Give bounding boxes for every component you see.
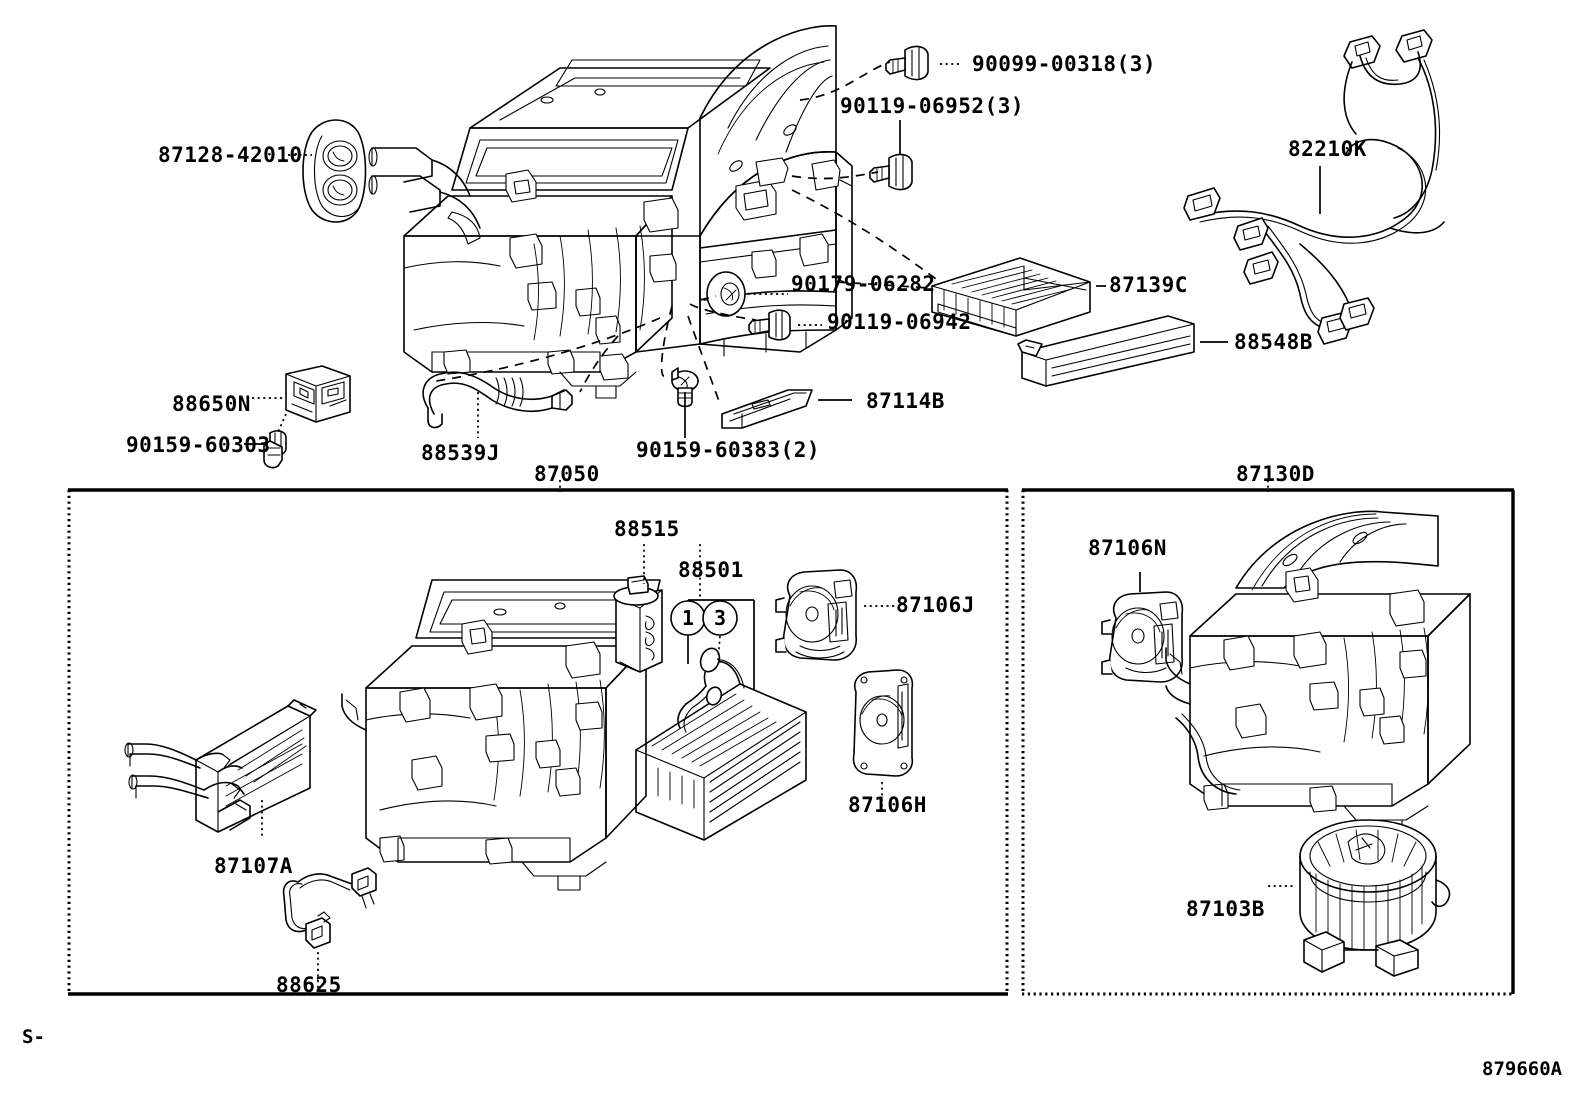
panel-label-87050: 87050: [534, 462, 600, 486]
heater-core-87107A-illustration: [124, 699, 317, 836]
explosion-lines: [429, 61, 941, 405]
bolt-90099-illustration: [885, 45, 960, 81]
label-88625: 88625: [276, 973, 342, 997]
label-88539J: 88539J: [421, 441, 500, 465]
label-90119-06952: 90119-06952(3): [840, 94, 1025, 118]
panel-87050-content: [124, 544, 914, 988]
cover-87114B-illustration: [721, 389, 852, 429]
wire-harness-82210K-illustration: [1183, 29, 1445, 345]
filter-87139C-illustration: [931, 257, 1106, 337]
label-90159-60303: 90159-60303: [126, 433, 271, 457]
label-88501: 88501: [678, 558, 744, 582]
label-87103B: 87103B: [1186, 897, 1265, 921]
sensor-88625-illustration: [282, 867, 377, 988]
label-87106H: 87106H: [848, 793, 927, 817]
label-87128-42010: 87128-42010: [158, 143, 303, 167]
label-88515: 88515: [614, 517, 680, 541]
label-88548B: 88548B: [1234, 330, 1313, 354]
sheet-marker: S-: [22, 1026, 45, 1048]
label-87106J: 87106J: [896, 593, 975, 617]
grommet-90179-illustration: [706, 271, 788, 317]
bolt-90119-6942-illustration: [748, 309, 822, 341]
label-90099-00318: 90099-00318(3): [972, 52, 1157, 76]
servo-87106H-illustration: [852, 669, 914, 806]
duct-88548B-illustration: [1017, 315, 1228, 387]
screw-90159-60383-illustration: [671, 367, 699, 438]
hvac-case-illustration-panel: [341, 579, 661, 891]
panel-87130D-border: [1021, 488, 1515, 996]
blower-case-illustration: [1165, 510, 1471, 835]
panel-87050-border: [67, 488, 1009, 996]
label-87139C: 87139C: [1109, 273, 1188, 297]
label-90179-06282: 90179-06282: [791, 272, 936, 296]
relay-88650N-illustration: [244, 365, 351, 469]
drawing-number: 879660A: [1482, 1058, 1563, 1080]
label-90159-60383: 90159-60383(2): [636, 438, 821, 462]
bolt-90119-6952-illustration: [869, 120, 913, 191]
label-90119-06942: 90119-06942: [827, 310, 972, 334]
callout-1: 1: [681, 606, 695, 630]
label-87107A: 87107A: [214, 854, 293, 878]
blower-motor-87103B-illustration: [1268, 819, 1451, 977]
main-hvac-unit-illustration: [368, 25, 853, 399]
hose-88539J-illustration: [422, 371, 573, 438]
label-82210K: 82210K: [1288, 137, 1367, 161]
label-88650N: 88650N: [172, 392, 251, 416]
panel-87130D-content: [1101, 510, 1471, 977]
label-87106N: 87106N: [1088, 536, 1167, 560]
seal-87128-illustration: [288, 119, 367, 223]
panel-label-87130D: 87130D: [1236, 462, 1315, 486]
servo-87106N-illustration: [1101, 572, 1184, 683]
servo-87106J-illustration: [775, 569, 896, 661]
expansion-valve-88515-illustration: [613, 544, 663, 673]
callout-3: 3: [713, 606, 727, 630]
evaporator-core-illustration: [635, 544, 807, 841]
label-87114B: 87114B: [866, 389, 945, 413]
